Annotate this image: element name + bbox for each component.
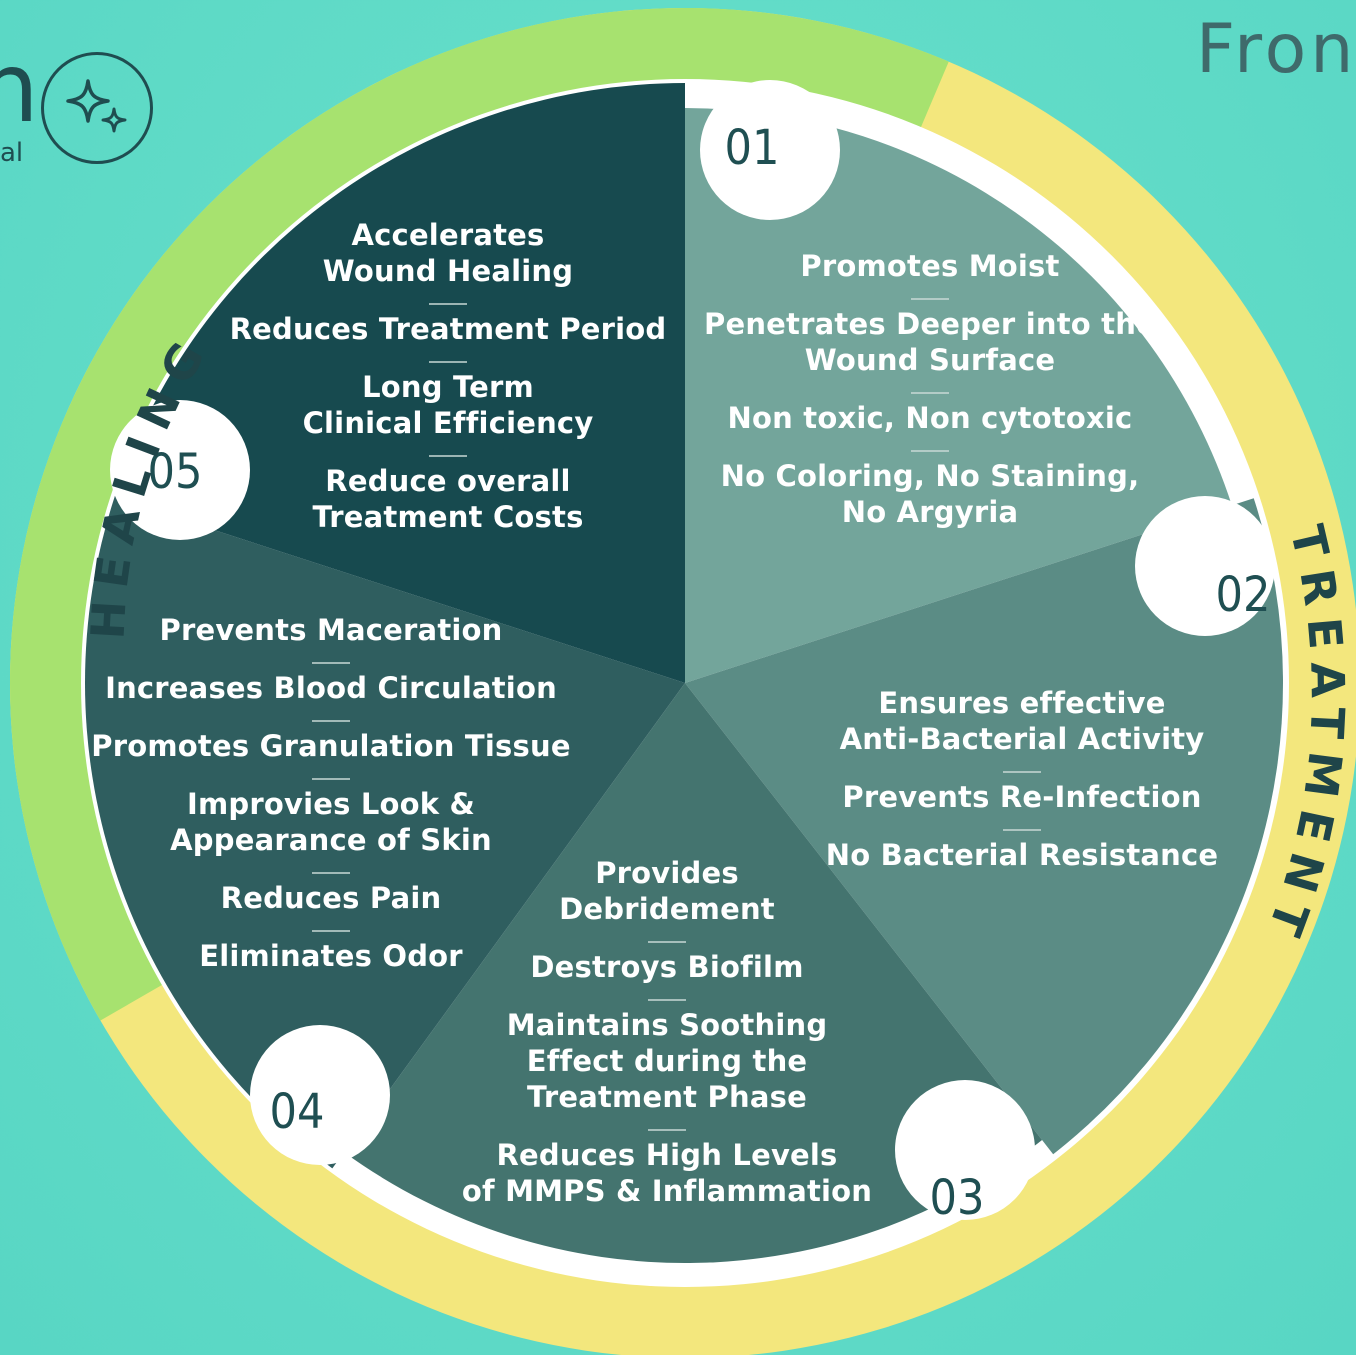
logo-badge [41,52,153,164]
segment-number-notch [700,80,840,220]
segment-item: Prevents Re-Infection [842,780,1201,814]
segment-item: Eliminates Odor [199,939,463,973]
segment-number-notch [1135,496,1275,636]
segment-number-notch [250,1025,390,1165]
segment-wedge [685,498,1283,1155]
segment-wedge [114,83,685,683]
segment-number: 04 [270,1084,325,1140]
segment-item: No Coloring, No Staining,No Argyria [721,459,1140,529]
logo-wordmark: n [0,32,39,144]
segment-number: 05 [148,444,203,500]
segment-item: Non toxic, Non cytotoxic [728,401,1133,435]
segment-item: Reduces Treatment Period [230,312,667,346]
segment-wedge [344,683,1043,1263]
segment-number: 03 [930,1170,985,1226]
segment-wedge [84,497,685,1169]
sparkle-icon [66,79,127,133]
segment-item: Prevents Maceration [160,613,503,647]
segment-item: Improvies Look &Appearance of Skin [170,787,492,857]
segment-item: No Bacterial Resistance [826,838,1219,872]
segment-item: Reduces Pain [221,881,442,915]
segment-item: Promotes Granulation Tissue [91,729,570,763]
segment-item: Destroys Biofilm [530,950,803,984]
ring-green [9,7,949,1021]
segment-number-notch [110,400,250,540]
logo-subtitle: al [0,138,24,168]
page-title: Fron [1196,10,1356,89]
segment-item: Promotes Moist [800,249,1059,283]
segment-number: 01 [725,120,780,176]
segment-item: Increases Blood Circulation [105,671,557,705]
segment-number: 02 [1216,567,1271,623]
segment-wedge [685,108,1232,683]
segment-number-notch [895,1080,1035,1220]
